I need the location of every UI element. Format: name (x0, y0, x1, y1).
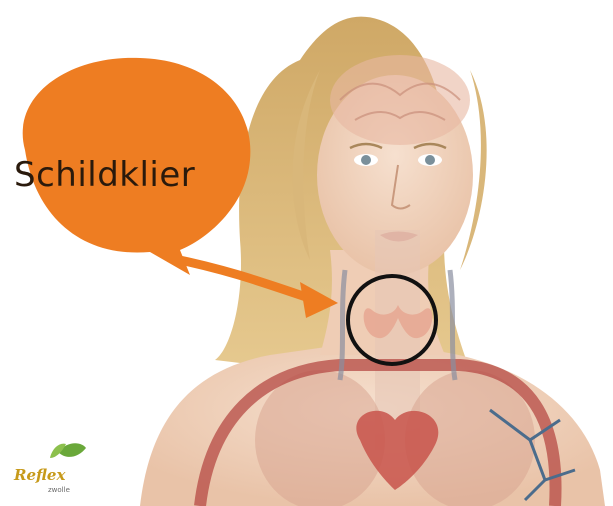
brain-overlay (330, 55, 470, 145)
logo-wordmark: Reflex (14, 466, 65, 484)
logo-subtitle: zwolle (48, 486, 70, 494)
callout-label: Schildklier (14, 155, 234, 195)
